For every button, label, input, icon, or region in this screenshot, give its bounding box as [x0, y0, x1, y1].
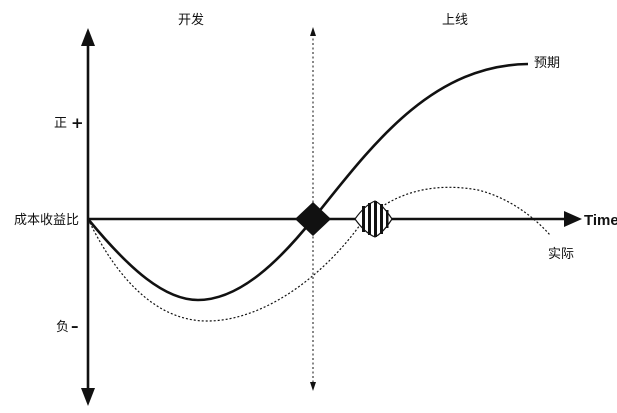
- x-axis-label: Time: [584, 212, 617, 229]
- oscillation-marker: [354, 200, 393, 238]
- phase-label-development: 开发: [178, 12, 204, 28]
- positive-label: 正: [54, 116, 67, 131]
- phase-divider-arrow-bottom: [310, 382, 316, 391]
- phase-divider-arrow-top: [310, 27, 316, 36]
- positive-sign: +: [71, 114, 84, 132]
- launch-diamond: [295, 202, 331, 236]
- expected-curve: [86, 62, 529, 302]
- negative-sign: –: [71, 317, 79, 335]
- y-axis-arrow-top: [81, 28, 95, 46]
- actual-curve: [87, 186, 551, 322]
- y-axis-label: 成本收益比: [14, 213, 79, 228]
- phase-label-launch: 上线: [442, 13, 468, 28]
- expected-curve-label: 预期: [534, 56, 560, 71]
- negative-label: 负: [56, 320, 69, 335]
- x-axis-arrow: [564, 211, 582, 227]
- actual-curve-label: 实际: [548, 247, 574, 262]
- y-axis-arrow-bottom: [81, 388, 95, 406]
